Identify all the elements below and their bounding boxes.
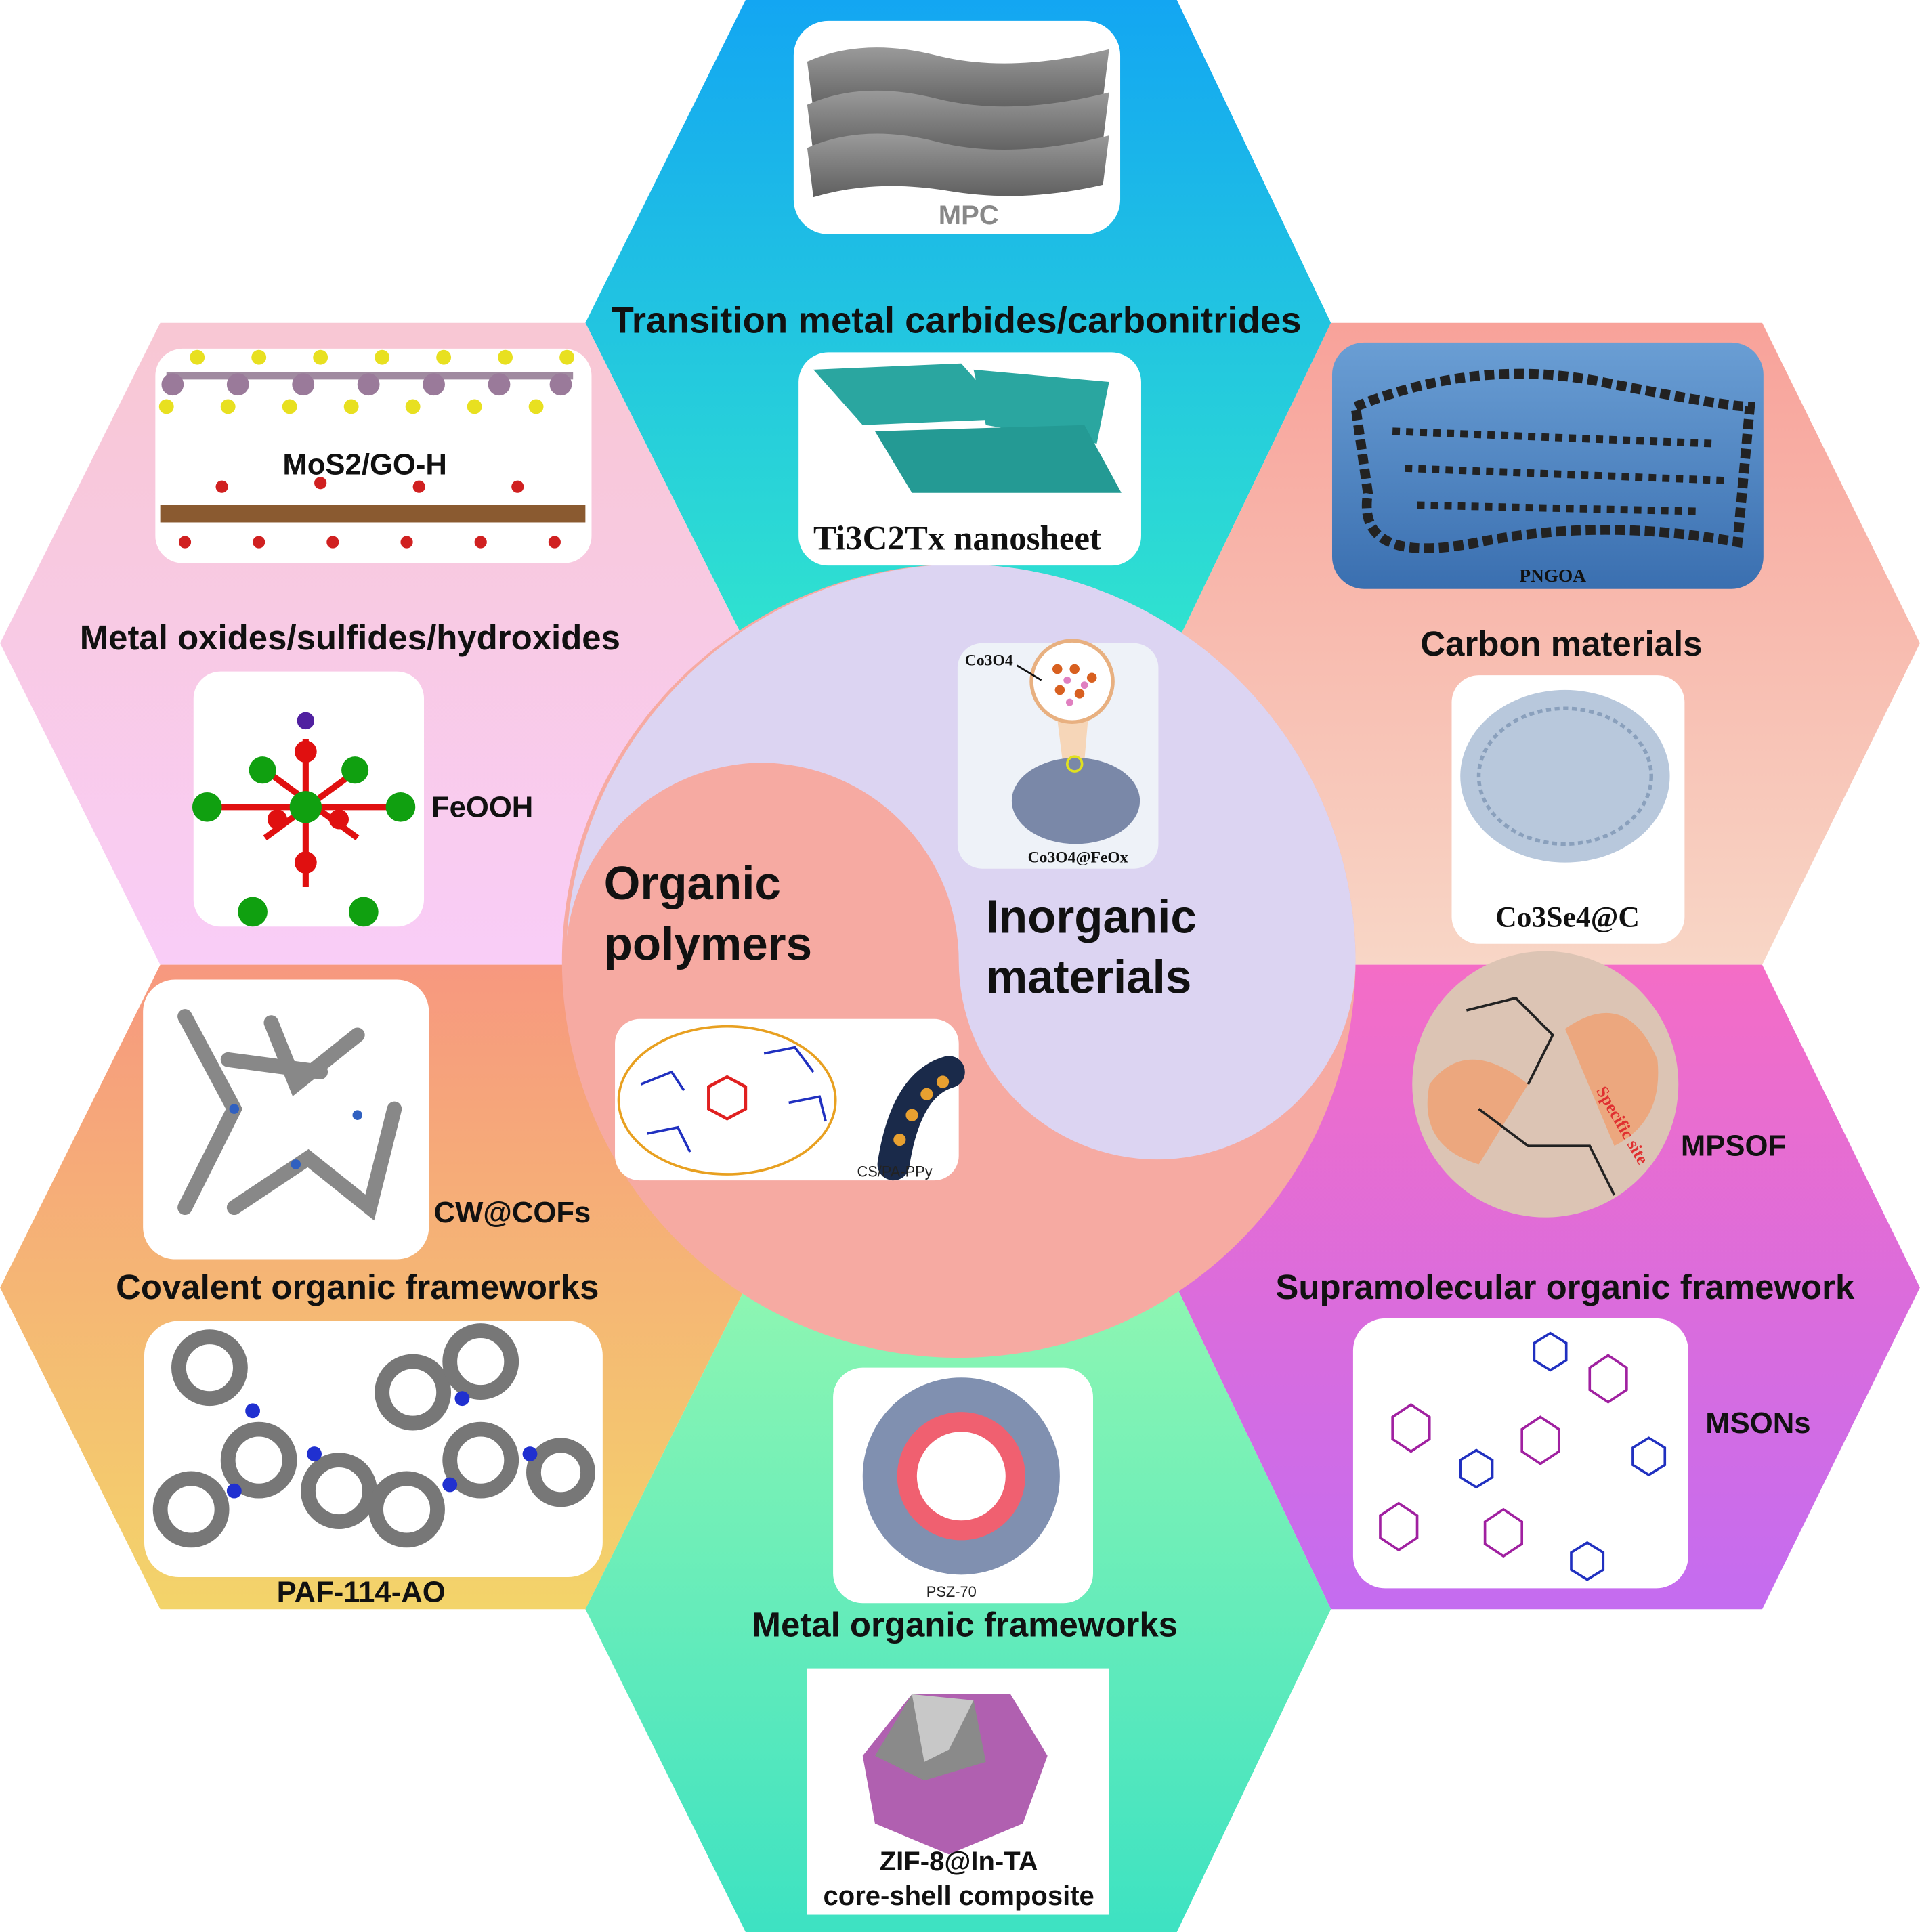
- co3o4-label: Co3O4: [965, 652, 1013, 670]
- psz-70-label: PSZ-70: [926, 1583, 977, 1600]
- co3se4-c-label: Co3Se4@C: [1495, 901, 1640, 933]
- hexagon-metal-organic-frameworks: [585, 1287, 1331, 1932]
- co3se4-c-image: Co3Se4@C: [1451, 675, 1685, 944]
- mpc-image: MPC: [793, 20, 1121, 234]
- zif-8-label-line1: ZIF-8@In-TA: [880, 1847, 1038, 1876]
- mpc-label: MPC: [939, 200, 999, 230]
- co3o4-feox-image: Co3O4 Co3O4@FeOx: [957, 639, 1159, 869]
- inorganic-title-line2: materials: [986, 951, 1192, 1004]
- zif-8-image: ZIF-8@In-TA core-shell composite: [807, 1668, 1109, 1915]
- cw-cofs-image: [143, 979, 429, 1260]
- hexagon-transition-metal-carbides: [585, 0, 1331, 643]
- cs-pa-ppy-label: CS/PA-PPy: [857, 1163, 932, 1180]
- category-title-covalent-organic-frameworks: Covalent organic frameworks: [116, 1268, 599, 1306]
- ti3c2tx-image: Ti3C2Tx nanosheet: [798, 352, 1141, 566]
- mos2-go-image: MoS2/GO-H: [155, 348, 592, 563]
- inorganic-title-line1: Inorganic: [986, 890, 1197, 943]
- mos2-go-label: MoS2/GO-H: [282, 448, 447, 481]
- msons-label: MSONs: [1705, 1407, 1810, 1440]
- organic-title-line2: polymers: [604, 917, 812, 970]
- mpsof-image: Specific site: [1412, 951, 1679, 1218]
- feooh-label: FeOOH: [431, 790, 533, 823]
- category-title-carbon-materials: Carbon materials: [1420, 624, 1702, 663]
- paf-114-ao-image: [144, 1321, 603, 1577]
- co3o4-feox-label: Co3O4@FeOx: [1028, 849, 1128, 867]
- organic-title-line1: Organic: [604, 857, 781, 909]
- paf-114-ao-label: PAF-114-AO: [277, 1575, 446, 1608]
- msons-image: [1352, 1318, 1688, 1589]
- pngoa-image: PNGOA: [1331, 342, 1764, 589]
- psz-70-image: PSZ-70: [833, 1367, 1094, 1604]
- cw-cofs-label: CW@COFs: [434, 1196, 591, 1229]
- category-title-metal-oxides: Metal oxides/sulfides/hydroxides: [80, 618, 620, 657]
- category-title-supramolecular-framework: Supramolecular organic framework: [1275, 1268, 1855, 1306]
- mpsof-label: MPSOF: [1681, 1130, 1786, 1163]
- category-title-metal-organic-frameworks: Metal organic frameworks: [752, 1605, 1178, 1644]
- cs-pa-ppy-image: CS/PA-PPy: [615, 1018, 965, 1181]
- ti3c2tx-label: Ti3C2Tx nanosheet: [813, 520, 1101, 558]
- category-title-transition-metal-carbides: Transition metal carbides/carbonitrides: [611, 299, 1301, 341]
- pngoa-label: PNGOA: [1519, 565, 1586, 586]
- zif-8-label-line2: core-shell composite: [824, 1881, 1094, 1911]
- feooh-image: [192, 671, 425, 927]
